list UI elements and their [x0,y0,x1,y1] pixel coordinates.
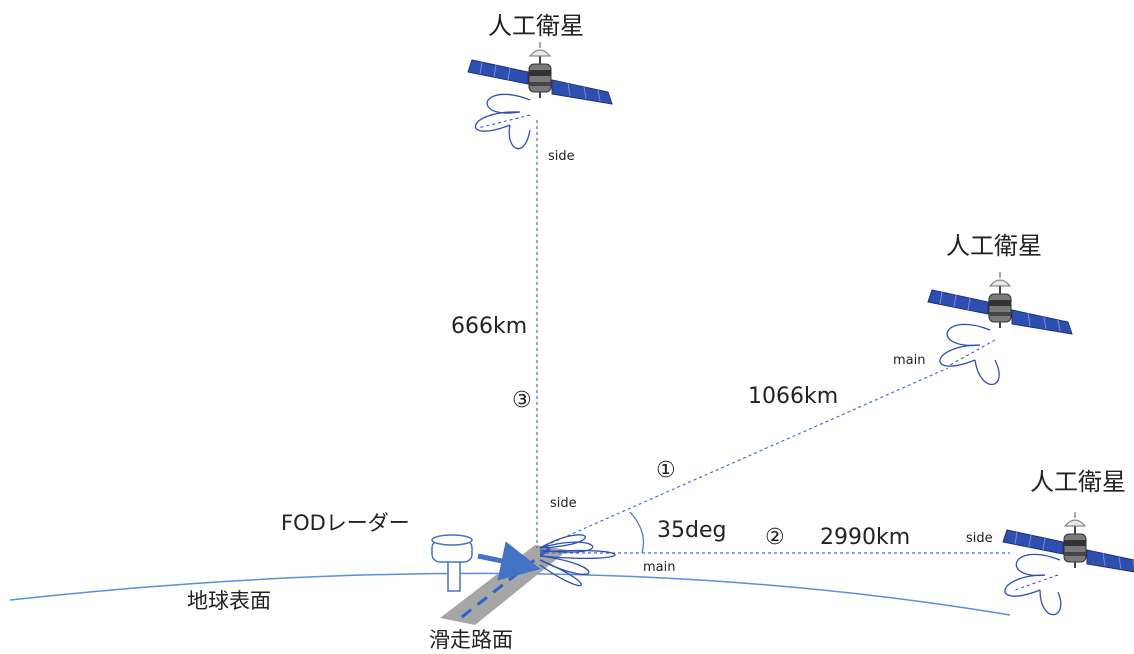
satellite-middle-icon [927,271,1073,335]
satellite-right-lobe-icon [1004,553,1062,616]
satellite-middle-lobe-icon [939,323,1000,386]
satellite-top-lobe-icon [474,93,531,150]
satellite-top-lobe-label: side [548,149,575,164]
ground-antenna-lobe-icon [539,534,616,587]
path-1-line [539,367,949,549]
path-3-marker: ③ [512,388,532,413]
earth-surface-label: 地球表面 [187,589,271,613]
angle-arc [629,511,645,554]
radar-icon [431,534,473,592]
satellite-middle-title: 人工衛星 [946,232,1042,260]
radar-beam-arrow [477,541,541,581]
radar-label: FODレーダー [281,511,410,535]
path-2-marker: ② [765,525,785,550]
runway-label: 滑走路面 [429,628,513,652]
satellite-right-lobe-label: side [966,531,993,546]
radar-main-lobe-label: main [643,560,676,575]
satellite-right-icon [1002,511,1134,575]
satellite-top-title: 人工衛星 [488,12,584,40]
elevation-angle-label: 35deg [657,518,727,543]
path-1-distance: 1066km [748,384,839,409]
path-2-distance: 2990km [820,525,911,550]
radar-side-lobe-label: side [550,496,577,511]
satellite-middle-lobe-label: main [893,353,926,368]
path-3-distance: 666km [451,314,528,339]
satellite-top-icon [467,41,613,105]
satellite-right-title: 人工衛星 [1030,468,1126,496]
path-1-marker: ① [656,458,676,483]
